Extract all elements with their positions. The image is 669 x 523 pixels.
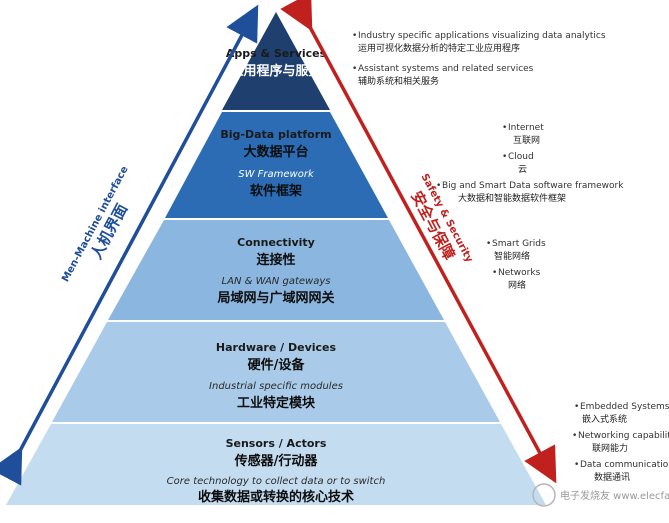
layer-sensors-sub-en: Core technology to collect data or to sw… — [167, 476, 386, 487]
layer-bigdata-zh: 大数据平台 — [243, 144, 308, 160]
note-sensors-2-en: Networking capability — [578, 431, 669, 441]
note-apps-1-zh: 运用可视化数据分析的特定工业应用程序 — [358, 42, 520, 54]
note-conn-1-zh: 智能网络 — [494, 250, 530, 262]
notes-apps: • Industry specific applications visuali… — [352, 31, 606, 87]
note-conn-1-en: Smart Grids — [492, 239, 546, 249]
note-sensors-3-zh: 数据通讯 — [594, 471, 630, 483]
layer-apps-band — [222, 12, 330, 110]
note-bullet: • — [486, 239, 491, 249]
layer-bigdata-sub-en: SW Framework — [238, 169, 315, 180]
layer-connectivity-sub-en: LAN & WAN gateways — [222, 276, 331, 287]
note-conn-2-zh: 网络 — [508, 279, 526, 291]
note-bullet: • — [502, 152, 507, 162]
layer-hardware-sub-zh: 工业特定模块 — [237, 395, 316, 411]
note-apps-2-zh: 辅助系统和相关服务 — [358, 75, 439, 87]
left-blue-arrow — [0, 4, 259, 486]
right-red-arrow — [280, 0, 557, 484]
note-bullet: • — [352, 64, 357, 74]
notes-connectivity: • Smart Grids 智能网络 • Networks 网络 — [486, 239, 546, 291]
note-bullet: • — [352, 31, 357, 41]
note-bigdata-3-en: Big and Smart Data software framework — [442, 181, 624, 191]
note-conn-2-en: Networks — [498, 268, 541, 278]
note-bigdata-3-zh: 大数据和智能数据软件框架 — [458, 192, 566, 204]
note-bigdata-2-en: Cloud — [508, 152, 534, 162]
layer-apps-en: Apps & Services — [226, 47, 327, 60]
layer-hardware-zh: 硬件/设备 — [248, 357, 306, 373]
layer-hardware-sub-en: Industrial specific modules — [209, 381, 343, 392]
note-sensors-3-en: Data communication — [580, 460, 669, 470]
notes-bigdata: • Internet 互联网 • Cloud 云 • Big and Smart… — [436, 123, 624, 204]
watermark-text: 电子发烧友 www.elecfans.com — [560, 489, 669, 502]
note-apps-1-en: Industry specific applications visualizi… — [358, 31, 606, 41]
watermark-logo-icon — [532, 483, 556, 507]
layer-bigdata-en: Big-Data platform — [220, 128, 331, 141]
layer-connectivity-en: Connectivity — [237, 236, 315, 249]
layer-hardware-en: Hardware / Devices — [216, 341, 337, 354]
layer-connectivity-zh: 连接性 — [256, 252, 295, 268]
note-sensors-1-en: Embedded Systems — [580, 402, 669, 412]
layer-sensors-sub-zh: 收集数据或转换的核心技术 — [198, 489, 354, 505]
note-bullet: • — [574, 402, 579, 412]
layer-sensors-zh: 传感器/行动器 — [234, 453, 319, 469]
note-sensors-2-zh: 联网能力 — [592, 442, 628, 454]
note-bullet: • — [572, 431, 577, 441]
layer-connectivity-sub-zh: 局域网与广域网网关 — [217, 290, 334, 306]
layer-bigdata-sub-zh: 软件框架 — [250, 183, 302, 199]
note-apps-2-en: Assistant systems and related services — [358, 64, 534, 74]
note-bullet: • — [502, 123, 507, 133]
watermark: 电子发烧友 www.elecfans.com — [532, 483, 669, 507]
note-bullet: • — [492, 268, 497, 278]
note-sensors-1-zh: 嵌入式系统 — [582, 413, 627, 425]
note-bigdata-2-zh: 云 — [518, 165, 527, 175]
note-bigdata-1-en: Internet — [508, 123, 544, 133]
note-bullet: • — [436, 181, 441, 191]
note-bullet: • — [574, 460, 579, 470]
notes-sensors: • Embedded Systems 嵌入式系统 • Networking ca… — [572, 402, 669, 483]
layer-sensors-en: Sensors / Actors — [226, 437, 327, 450]
note-bigdata-1-zh: 互联网 — [513, 135, 540, 146]
layer-apps-zh: 应用程序与服务 — [230, 63, 322, 79]
